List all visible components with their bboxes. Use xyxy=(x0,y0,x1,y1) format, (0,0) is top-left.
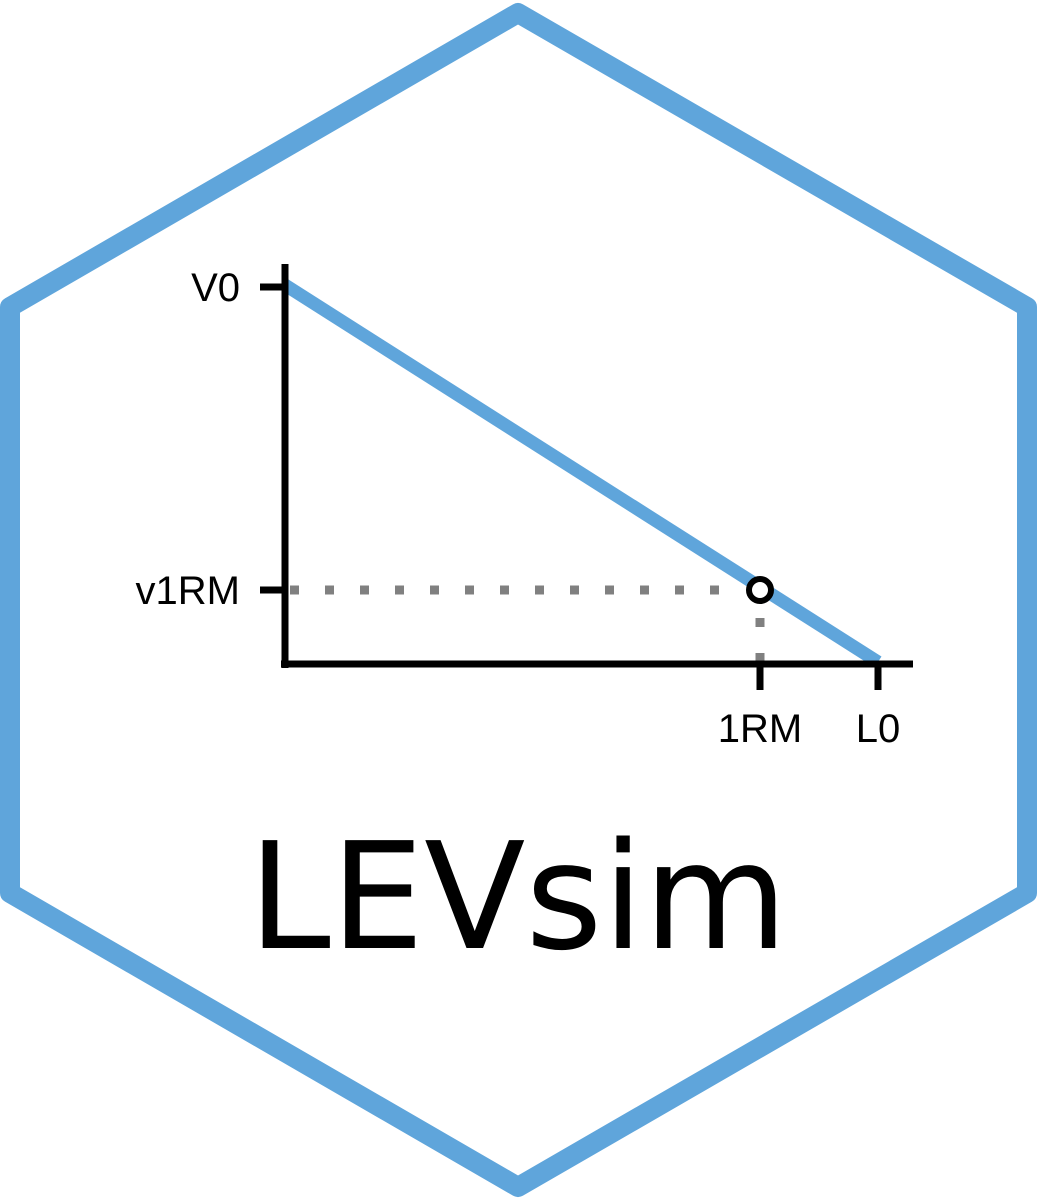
x-tick-label-1rm: 1RM xyxy=(718,707,802,751)
x-tick-label-l0: L0 xyxy=(856,707,901,751)
y-tick-label-v0: V0 xyxy=(191,266,240,310)
hexagon-border xyxy=(0,3,1037,1197)
1rm-point-marker xyxy=(746,576,774,604)
y-tick-label-v1rm: v1RM xyxy=(136,569,240,613)
load-velocity-line xyxy=(281,279,882,668)
logo-title: LEVsim xyxy=(248,811,788,983)
